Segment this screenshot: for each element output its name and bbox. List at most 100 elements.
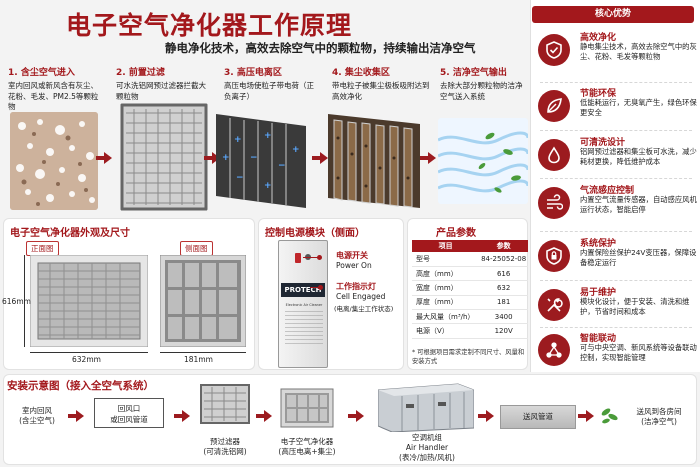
table-row: 高度（mm）616 [412,266,528,282]
advantage-item: 智能联动 可与中央空调、新风系统等设备联动控制，实现智能管理 [534,331,699,371]
table-row: 宽度（mm）632 [412,280,528,296]
param-value: 181 [479,295,528,311]
return-box: 回风口 或回风管道 [94,398,164,428]
advantage-title: 节能环保 [580,89,617,99]
advantage-desc: 内置空气流量传感器，自动感应风机运行状态，智能启停 [580,195,697,214]
param-value: 616 [479,266,528,282]
column-header: 项目 [412,240,480,252]
step-desc: 室内回风或新风含有灰尘、花粉、毛发、PM2.5等颗粒物 [8,81,99,111]
supply-duct: 送风管道 [500,405,576,429]
cleaner-label: 电子空气净化器 (高压电离+集尘) [278,437,336,456]
svg-text:−: − [278,161,286,171]
dusty-air-image [10,112,98,210]
step-5: 5. 洁净空气输出 去除大部分颗粒物的洁净空气送入系统 [440,65,532,102]
flow-arrow-icon [348,410,364,422]
advantage-title: 易于维护 [580,288,617,298]
advantage-title: 气流感应控制 [580,186,635,196]
column-header: 参数 [479,240,528,252]
clean-air-image [438,118,528,204]
param-name: 高度（mm） [412,266,480,282]
aluminum-mesh-filter-illustration [120,103,208,211]
param-name: 型号 [412,252,480,267]
leaf-icon [538,90,570,122]
height-dimension: 616mm [2,297,31,306]
svg-text:+: + [234,135,242,145]
svg-text:+: + [292,145,300,155]
param-value: 84-25052-08 [479,252,528,267]
power-label-cn: 电源开关 [336,251,368,260]
advantage-title: 智能联动 [580,334,617,344]
step-title: 3. 高压电离区 [224,68,282,78]
table-row: 最大风量（m³/h）3400 [412,309,528,325]
callout-dot [317,255,322,260]
step-title: 4. 集尘收集区 [332,68,390,78]
shield-lock-icon [538,240,570,272]
step-1: 1. 含尘空气进入 室内回风或新风含有灰尘、花粉、毛发、PM2.5等颗粒物 [8,65,103,113]
flow-arrow-icon [312,152,328,164]
power-switch-icon [295,253,301,263]
width-dimension: 632mm [72,355,101,364]
svg-text:+: + [264,181,272,191]
advantage-item: 易于维护 模块化设计，便于安装、清洗和维护，节省时间和成本 [534,285,699,329]
network-icon [538,334,570,366]
indicator-label-en: Cell Engaged [336,292,386,301]
step-desc: 可水洗铝网预过滤器拦截大颗粒物 [116,81,206,101]
indicator-note: (电离/集尘工作状态) [334,305,394,313]
side-view-image [159,254,247,348]
param-name: 厚度（mm） [412,295,480,311]
advantage-item: 节能环保 低能耗运行，无臭氧产生，绿色环保更安全 [534,86,699,130]
svg-text:−: − [250,153,258,163]
advantage-item: 气流感应控制 内置空气流量传感器，自动感应风机运行状态，智能启停 [534,183,699,229]
advantages-heading: 核心优势 [532,6,694,23]
airflow-icon [538,187,570,219]
collector-plates-illustration [328,114,420,208]
step-title: 1. 含尘空气进入 [8,68,75,78]
flow-arrow-icon [174,410,190,422]
flow-arrow-icon [420,152,436,164]
advantage-title: 可清洗设计 [580,138,626,148]
advantage-desc: 可与中央空调、新风系统等设备联动控制，实现智能管理 [580,343,697,362]
step-4: 4. 集尘收集区 带电粒子被集尘极板吸附达到高效净化 [332,65,432,102]
svg-text:−: − [236,173,244,183]
param-value: 632 [479,280,528,296]
panel-fine-print [285,311,323,345]
step-desc: 去除大部分颗粒物的洁净空气送入系统 [440,81,523,101]
control-title: 控制电源模块（侧面） [265,228,365,239]
front-view-image [29,254,149,348]
prefilter-label: 预过滤器 (可清洗铝网) [203,437,247,456]
callout-dot [318,285,323,290]
tools-icon [538,289,570,321]
table-row: 电源（V）120V [412,323,528,339]
prefilter-small-image [200,384,250,424]
advantage-desc: 模块化设计，便于安装、清洗和维护，节省时间和成本 [580,297,690,316]
clean-air-waves-illustration [438,118,528,204]
param-name: 电源（V） [412,323,480,339]
brand-label: PROTECH [281,283,325,297]
depth-dimension: 181mm [184,355,213,364]
panel-text: Electronic Air Cleaner [285,303,323,307]
cleaner-small-image [280,388,334,428]
step-2: 2. 前置过滤 可水洗铝网预过滤器拦截大颗粒物 [116,65,211,102]
height-dimension-line [24,255,25,347]
water-drop-icon [538,139,570,171]
appearance-title: 电子空气净化器外观及尺寸 [10,228,130,239]
advantage-item: 高效净化 静电集尘技术，高效去除空气中的灰尘、花粉、毛发等颗粒物 [534,30,699,78]
param-name: 最大风量（m³/h） [412,309,480,325]
param-name: 宽度（mm） [412,280,480,296]
params-note: * 可根据项目需求定制不同尺寸、风量和安装方式 [412,349,525,365]
advantage-item: 可清洗设计 铝网预过滤器和集尘板可水洗，减少耗材更换，降低维护成本 [534,135,699,179]
ionizer-image: +−+− −+++ [208,108,314,212]
indicator-label-cn: 工作指示灯 [336,282,376,291]
prefilter-image [120,103,208,211]
advantage-desc: 内置保险丝保护24V变压器，保障设备稳定运行 [580,248,697,267]
page-subtitle: 静电净化技术，高效去除空气中的颗粒物，持续输出洁净空气 [165,41,476,55]
table-header-row: 项目 参数 [412,240,528,252]
params-title: 产品参数 [436,228,476,239]
ionization-grid-illustration: +−+− −+++ [216,114,306,208]
advantage-item: 系统保护 内置保险丝保护24V变压器，保障设备稳定运行 [534,236,699,280]
svg-text:+: + [222,153,230,163]
control-module-image: PROTECH Electronic Air Cleaner [278,240,328,368]
supply-label: 送风到各房间 (洁净空气) [636,407,682,426]
advantage-desc: 铝网预过滤器和集尘板可水洗，减少耗材更换，降低维护成本 [580,147,697,166]
